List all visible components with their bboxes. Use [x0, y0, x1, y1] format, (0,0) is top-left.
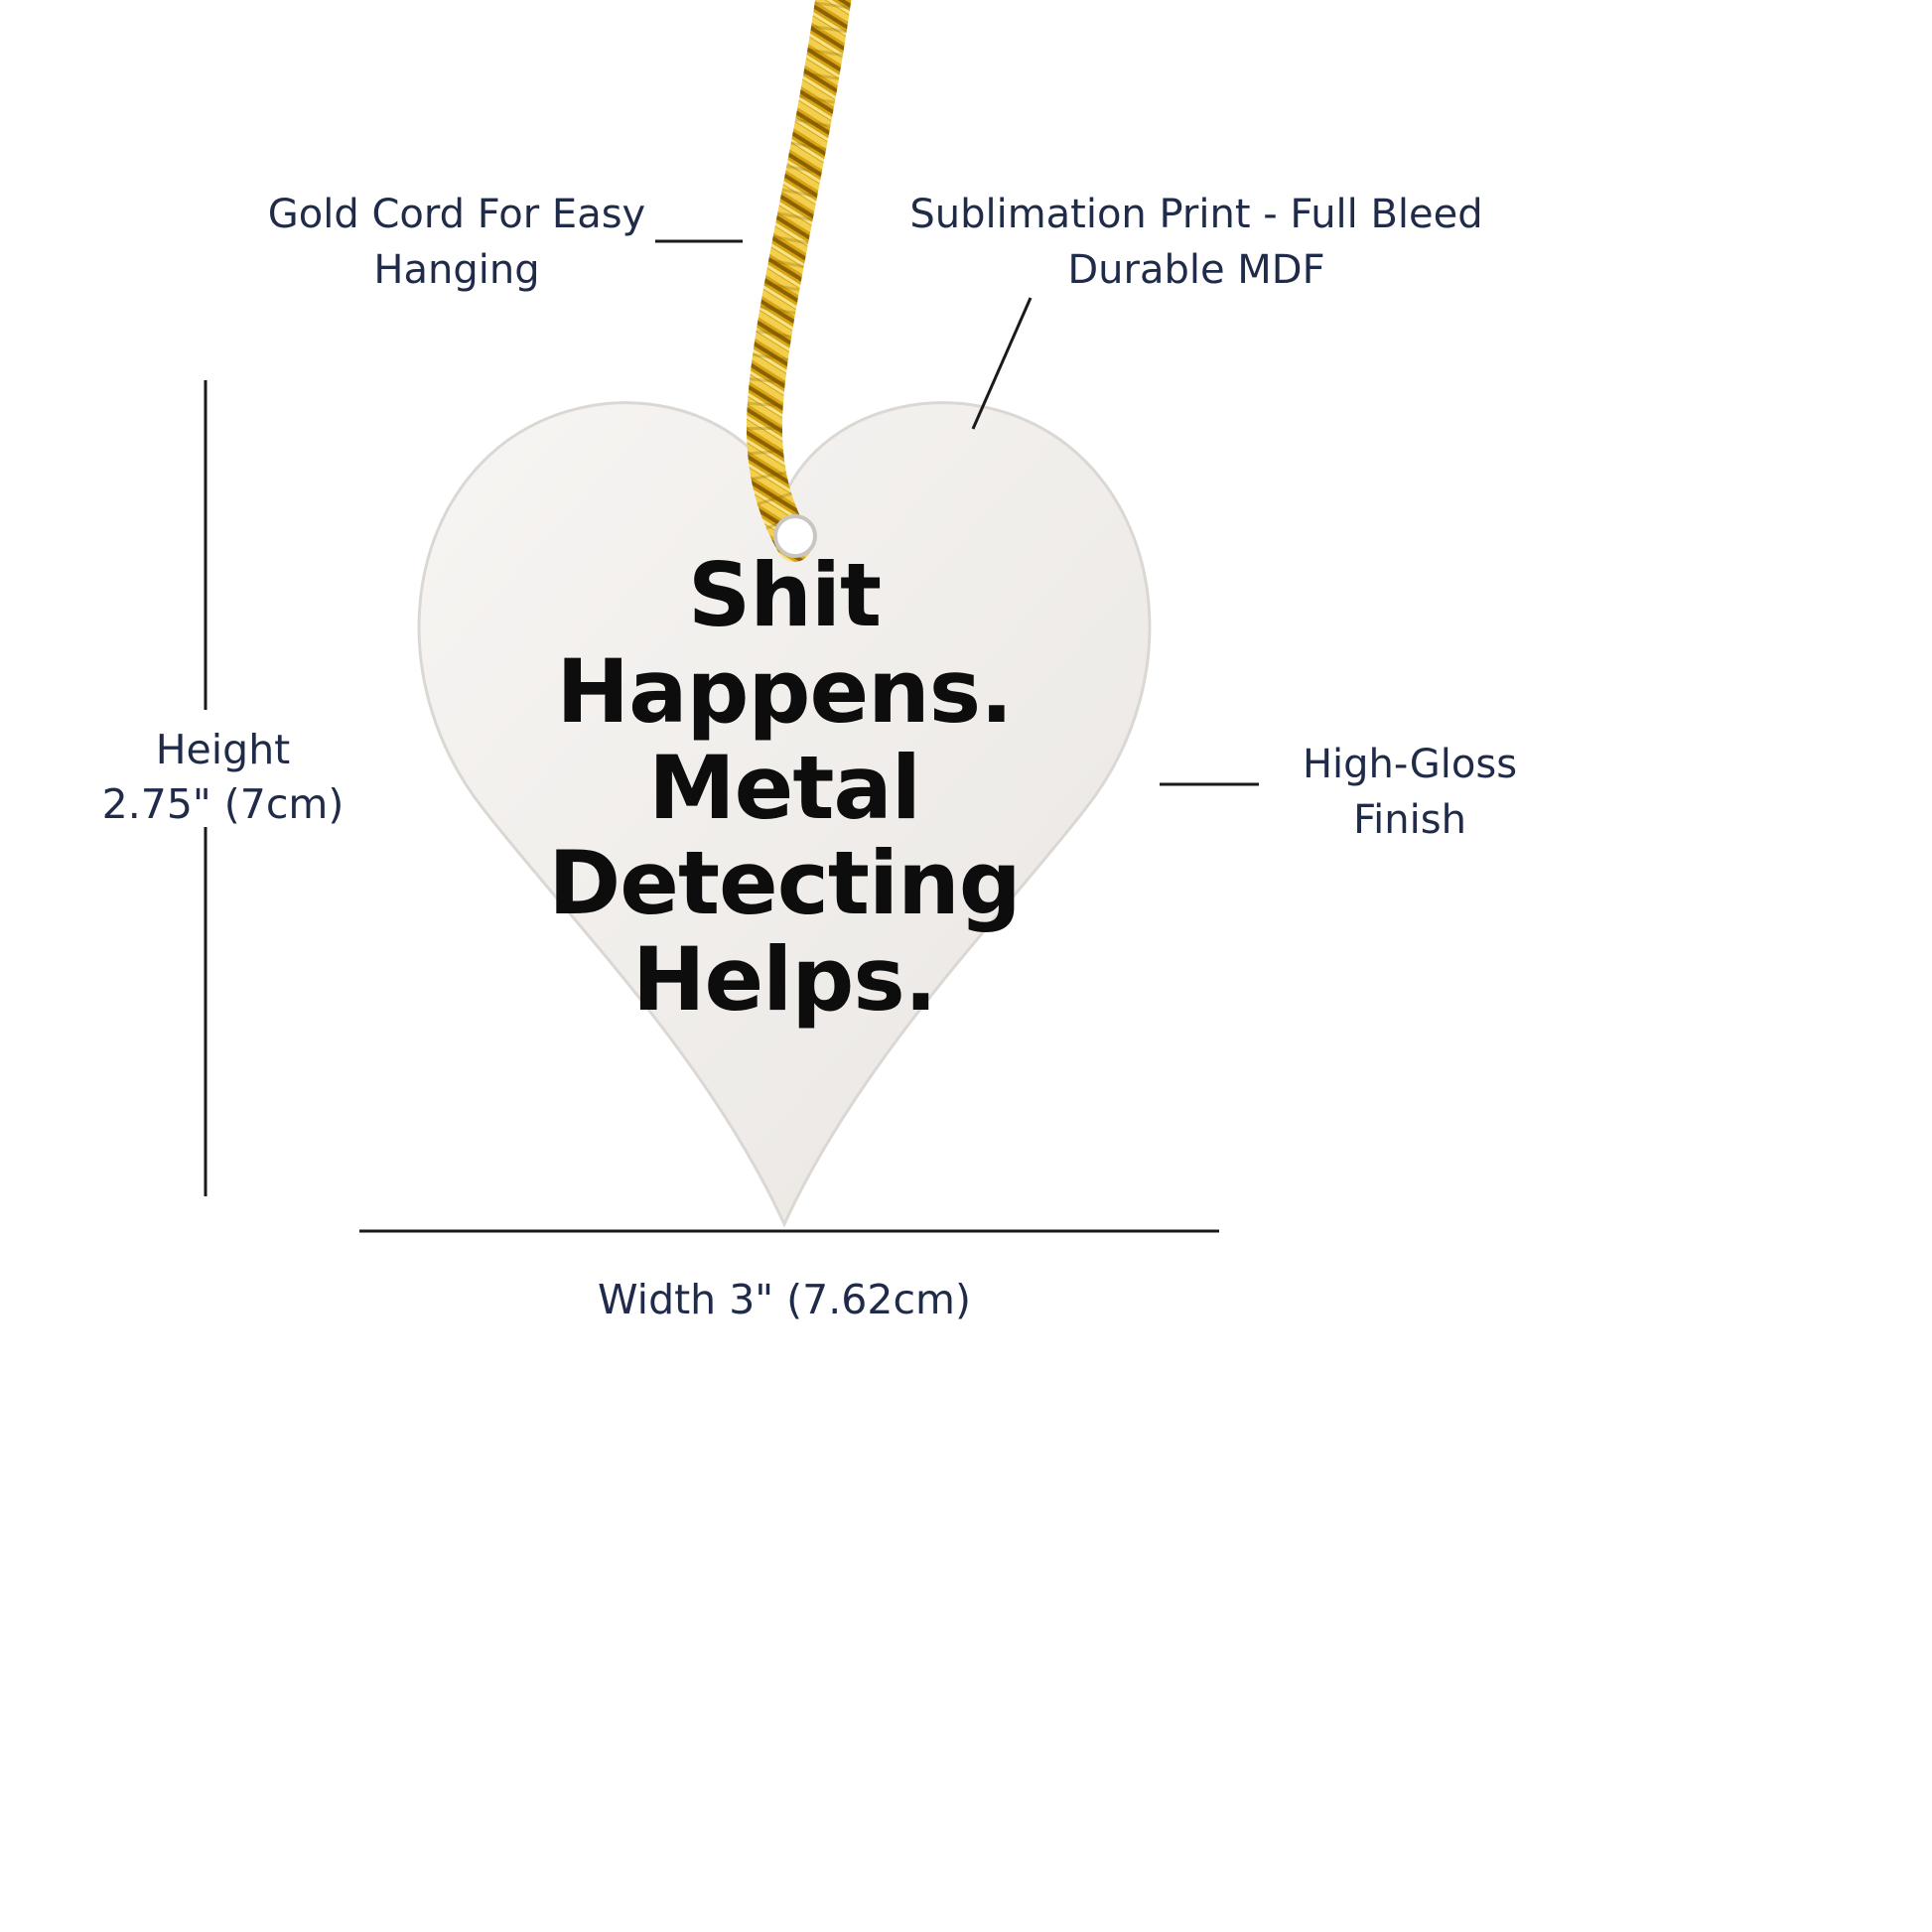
- quote-line: Metal: [648, 736, 921, 839]
- ornament-quote: Shit Happens. Metal Detecting Helps.: [347, 544, 1221, 1032]
- callout-sublimation-line1: Sublimation Print - Full Bleed: [909, 192, 1483, 237]
- height-dimension-label: Height 2.75" (7cm): [91, 723, 354, 833]
- callout-high-gloss: High-Gloss Finish: [1271, 737, 1549, 848]
- callout-gold-cord-line2: Hanging: [373, 247, 540, 293]
- quote-line: Helps.: [631, 928, 937, 1032]
- height-label-line1: Height: [155, 726, 291, 773]
- callout-gold-cord-line1: Gold Cord For Easy: [267, 192, 646, 237]
- cord-rope: [746, 0, 852, 562]
- width-dimension-label: Width 3" (7.62cm): [598, 1276, 971, 1323]
- quote-line: Happens.: [556, 639, 1013, 743]
- hanging-hole: [773, 514, 817, 558]
- gold-cord: [746, 0, 852, 562]
- callout-sublimation-print: Sublimation Print - Full Bleed Durable M…: [898, 187, 1494, 298]
- heart-ornament: [417, 401, 1152, 1228]
- callout-gloss-line2: Finish: [1353, 797, 1466, 843]
- quote-line: Detecting: [548, 832, 1022, 935]
- heart-shape: [417, 401, 1152, 1228]
- quote-line: Shit: [687, 544, 882, 646]
- callout-gloss-line1: High-Gloss: [1302, 742, 1518, 787]
- callout-sublimation-line2: Durable MDF: [1067, 247, 1325, 293]
- callout-gold-cord: Gold Cord For Easy Hanging: [248, 187, 665, 298]
- height-label-line2: 2.75" (7cm): [101, 780, 345, 829]
